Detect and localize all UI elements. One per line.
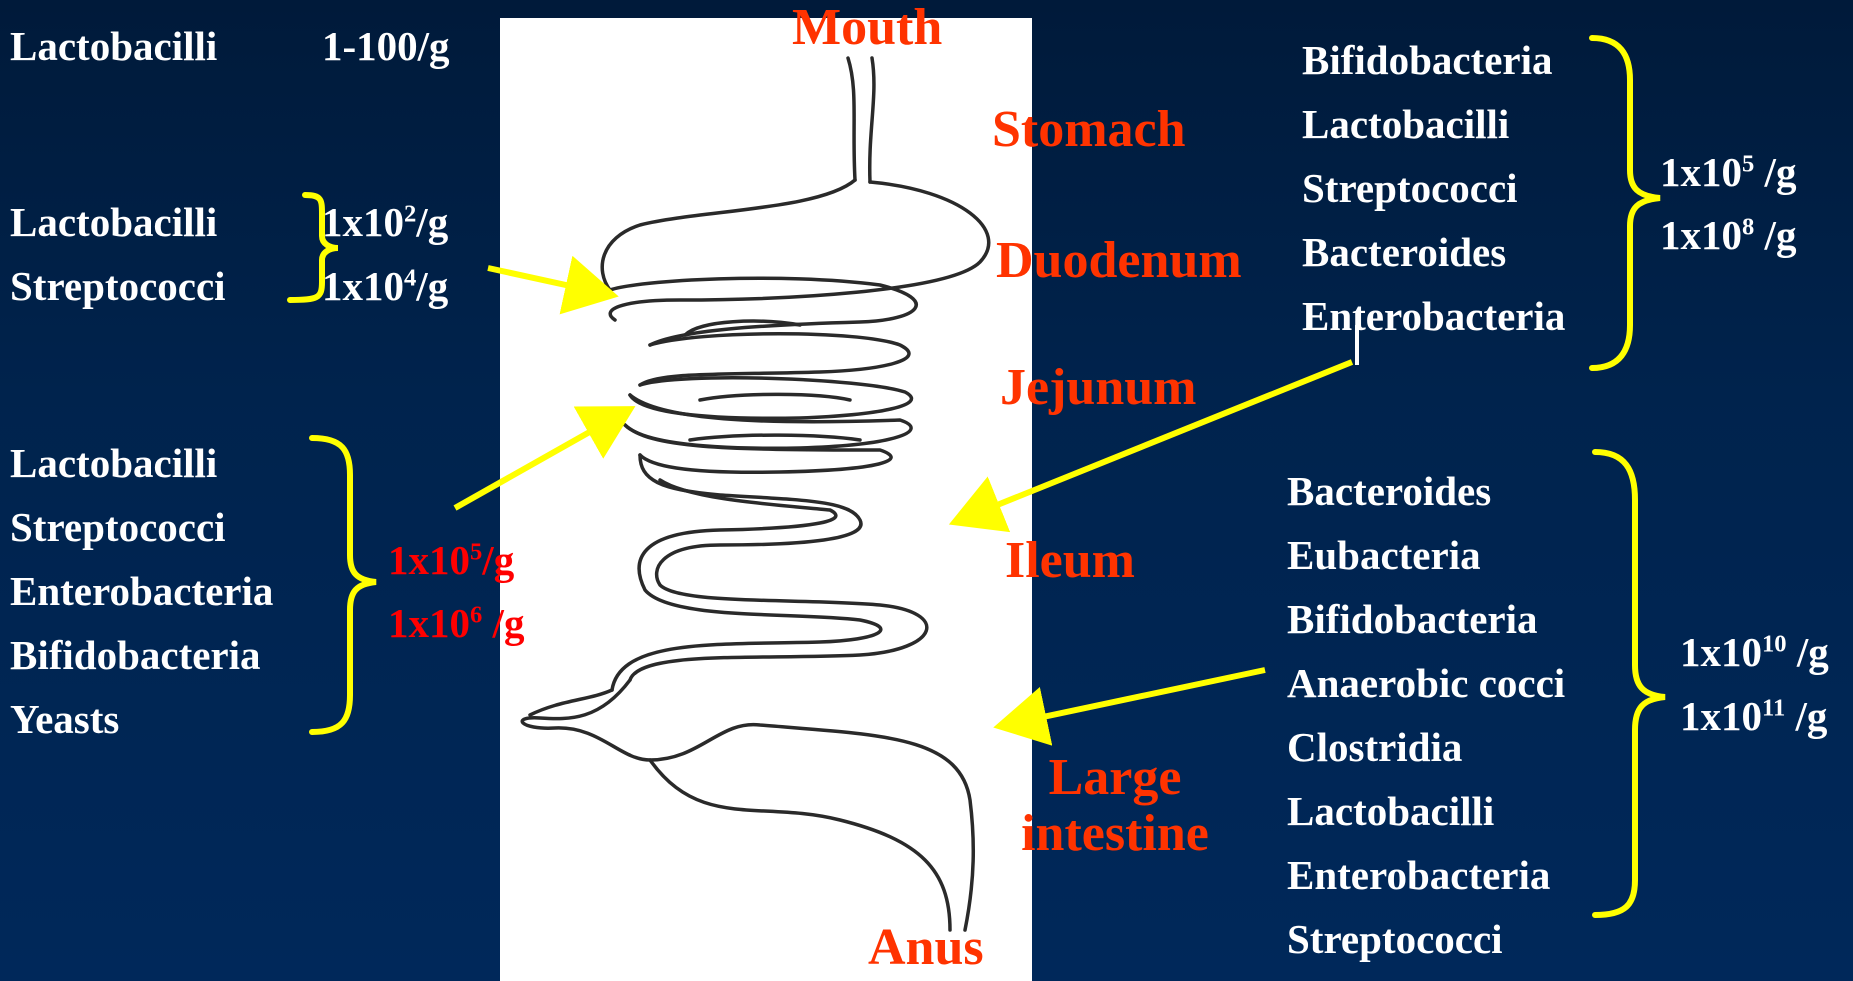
organ-label-large: Large xyxy=(1015,752,1215,804)
ileum-organism: Streptococci xyxy=(1302,168,1565,209)
colon-group-bracket xyxy=(1595,452,1665,915)
ileum-group-bracket xyxy=(1592,38,1660,368)
colon-count-high: 1x1011 /g xyxy=(1680,696,1827,737)
colon-organism: Lactobacilli xyxy=(1287,791,1565,832)
colon-organism: Clostridia xyxy=(1287,727,1565,768)
jejunum-group-bracket xyxy=(312,438,376,732)
jejunum-count-low: 1x105/g xyxy=(388,540,514,581)
stomach-count-low: 1x102/g xyxy=(322,202,448,243)
organ-label-stomach: Stomach xyxy=(992,104,1186,156)
stomach-organism: Lactobacilli xyxy=(10,202,217,243)
organ-label-jejunum: Jejunum xyxy=(1000,362,1196,414)
ileum-organism: Bacteroides xyxy=(1302,232,1565,273)
mouth-count: 1-100/g xyxy=(322,26,450,67)
organ-label-large-intestine: Large intestine xyxy=(1015,752,1215,860)
colon-organism: Bacteroides xyxy=(1287,471,1565,512)
jejunum-organism-list: Lactobacilli Streptococci Enterobacteria… xyxy=(10,443,273,740)
jejunum-organism: Lactobacilli xyxy=(10,443,273,484)
mouth-organism: Lactobacilli xyxy=(10,26,217,67)
colon-organism: Bifidobacteria xyxy=(1287,599,1565,640)
colon-organism: Enterobacteria xyxy=(1287,855,1565,896)
jejunum-organism: Enterobacteria xyxy=(10,571,273,612)
ileum-count-low: 1x105 /g xyxy=(1660,152,1796,193)
organ-label-ileum: Ileum xyxy=(1005,535,1135,587)
jejunum-pointer-arrow xyxy=(455,412,625,508)
colon-count-low: 1x1010 /g xyxy=(1680,632,1829,673)
ileum-organism: Bifidobacteria xyxy=(1302,40,1565,81)
ileum-organism: Lactobacilli xyxy=(1302,104,1565,145)
colon-organism: Anaerobic cocci xyxy=(1287,663,1565,704)
jejunum-organism: Bifidobacteria xyxy=(10,635,273,676)
colon-pointer-arrow xyxy=(1005,670,1265,725)
stomach-count-high: 1x104/g xyxy=(322,266,448,307)
jejunum-count-high: 1x106 /g xyxy=(388,603,524,644)
organ-label-duodenum: Duodenum xyxy=(996,235,1242,287)
organ-label-mouth: Mouth xyxy=(792,2,942,54)
ileum-organism: Enterobacteria xyxy=(1302,296,1565,337)
stomach-organism: Streptococci xyxy=(10,266,226,307)
organ-label-intestine: intestine xyxy=(1015,808,1215,860)
colon-organism: Eubacteria xyxy=(1287,535,1565,576)
organ-label-anus: Anus xyxy=(868,922,984,974)
ileum-count-high: 1x108 /g xyxy=(1660,215,1796,256)
jejunum-organism: Yeasts xyxy=(10,699,273,740)
stomach-pointer-arrow xyxy=(488,268,607,294)
colon-organism: Streptococci xyxy=(1287,919,1565,960)
jejunum-organism: Streptococci xyxy=(10,507,273,548)
ileum-organism-list: Bifidobacteria Lactobacilli Streptococci… xyxy=(1302,40,1565,337)
colon-organism-list: Bacteroides Eubacteria Bifidobacteria An… xyxy=(1287,471,1565,960)
